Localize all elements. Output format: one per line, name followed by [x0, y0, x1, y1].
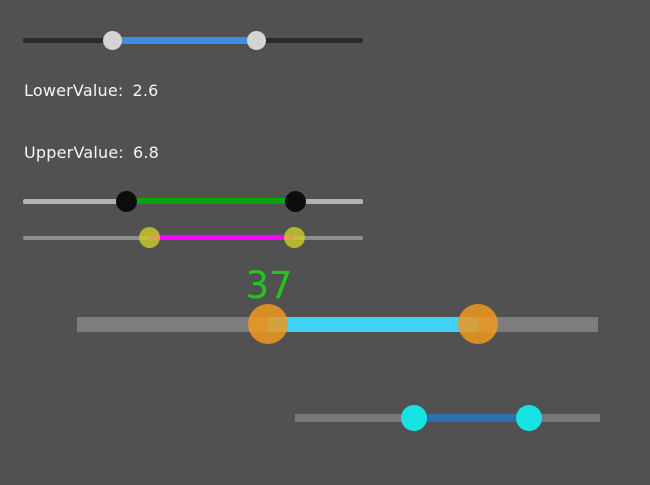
lower-value-row: LowerValue: 2.6 [24, 81, 159, 100]
lower-value-label: LowerValue: [24, 81, 124, 100]
green-range-slider-selected-range[interactable] [126, 198, 295, 204]
magenta-range-slider-lower-handle[interactable] [138, 226, 160, 248]
steelblue-range-slider-lower-handle[interactable] [401, 405, 427, 431]
slider-value-readout: 37 [245, 264, 293, 307]
steelblue-range-slider-upper-handle[interactable] [516, 405, 542, 431]
green-range-slider-lower-handle[interactable] [115, 190, 137, 212]
cyan-orange-range-slider-lower-handle[interactable] [248, 304, 288, 344]
steelblue-range-slider-selected-range[interactable] [414, 414, 529, 422]
cyan-orange-range-slider-upper-handle[interactable] [458, 304, 498, 344]
cyan-orange-range-slider-selected-range[interactable] [268, 317, 478, 332]
magenta-range-slider-selected-range[interactable] [149, 235, 294, 240]
blue-range-slider-lower-handle[interactable] [102, 30, 122, 50]
blue-range-slider-upper-handle[interactable] [246, 30, 266, 50]
upper-value-row: UpperValue: 6.8 [24, 143, 159, 162]
upper-value-label: UpperValue: [24, 143, 124, 162]
upper-value: 6.8 [132, 143, 160, 162]
lower-value: 2.6 [132, 81, 159, 100]
magenta-range-slider-upper-handle[interactable] [283, 226, 305, 248]
green-range-slider-upper-handle[interactable] [284, 190, 306, 212]
blue-range-slider-selected-range[interactable] [112, 37, 257, 44]
